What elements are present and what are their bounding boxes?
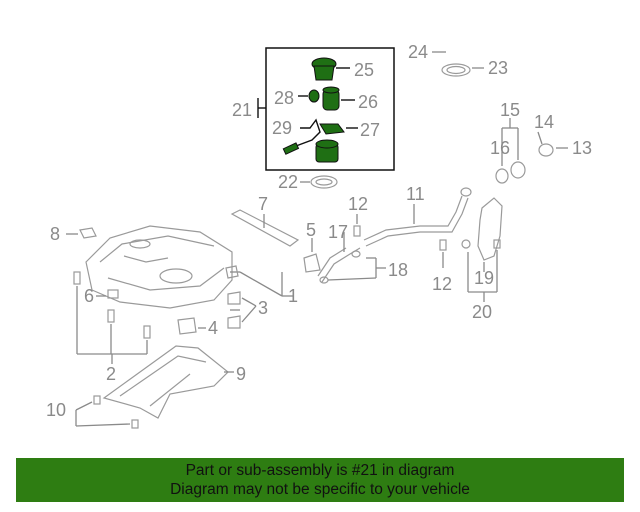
callout-10: 10 (46, 400, 66, 420)
callout-21: 21 (232, 100, 252, 120)
part-16-cap[interactable] (495, 161, 526, 184)
callout-1: 1 (288, 286, 298, 306)
callout-12-top: 12 (348, 194, 368, 214)
part-28-fitting[interactable] (298, 89, 320, 103)
callout-25: 25 (354, 60, 374, 80)
callout-2: 2 (106, 364, 116, 384)
callout-28: 28 (274, 88, 294, 108)
part-7-protector[interactable] (230, 209, 300, 247)
part-11-filler-pipe[interactable] (363, 187, 472, 247)
callout-8: 8 (50, 224, 60, 244)
callout-11: 11 (406, 184, 425, 204)
part-5-bracket[interactable] (303, 238, 321, 273)
banner-line-2: Diagram may not be specific to your vehi… (170, 481, 470, 498)
part-27-sender[interactable] (319, 123, 358, 135)
callout-15: 15 (500, 100, 520, 120)
callout-29: 29 (272, 118, 292, 138)
callout-4: 4 (208, 318, 218, 338)
part-13-fuel-cap[interactable] (538, 143, 568, 157)
part-18-hoses[interactable] (317, 247, 361, 284)
banner-line-1: Part or sub-assembly is #21 in diagram (185, 462, 455, 479)
callout-26: 26 (358, 92, 378, 112)
callout-27: 27 (360, 120, 380, 140)
part-10-bolts[interactable] (93, 395, 139, 429)
part-23-gasket[interactable] (441, 63, 471, 77)
part-22-seal[interactable] (310, 175, 338, 189)
callout-23: 23 (488, 58, 508, 78)
part-2-bolts[interactable] (73, 271, 151, 339)
part-6-bolt[interactable] (96, 289, 119, 299)
part-8-pad[interactable] (66, 227, 97, 239)
callout-24: 24 (408, 42, 428, 62)
part-19-filler-housing[interactable] (461, 197, 503, 261)
callout-16: 16 (490, 138, 510, 158)
callout-17: 17 (328, 222, 348, 242)
callout-6: 6 (84, 286, 94, 306)
part-3-brackets[interactable] (225, 265, 241, 329)
pump-body (315, 139, 339, 163)
part-29-harness[interactable] (282, 118, 321, 155)
callout-22: 22 (278, 172, 298, 192)
callout-18: 18 (388, 260, 408, 280)
info-banner: Part or sub-assembly is #21 in diagram D… (16, 458, 624, 502)
callout-14: 14 (534, 112, 554, 132)
callout-13: 13 (572, 138, 592, 158)
part-25-pump-cap[interactable] (311, 57, 350, 81)
callout-12-right: 12 (432, 274, 452, 294)
part-26-filter[interactable] (322, 86, 355, 111)
part-12-bolts[interactable] (353, 225, 447, 251)
callout-5: 5 (306, 220, 316, 240)
callout-3: 3 (258, 298, 268, 318)
callout-9: 9 (236, 364, 246, 384)
callout-7: 7 (258, 194, 268, 214)
callout-20: 20 (472, 302, 492, 322)
callout-19: 19 (474, 268, 494, 288)
part-9-heat-shield[interactable] (102, 345, 229, 419)
part-4-bracket[interactable] (177, 317, 206, 335)
